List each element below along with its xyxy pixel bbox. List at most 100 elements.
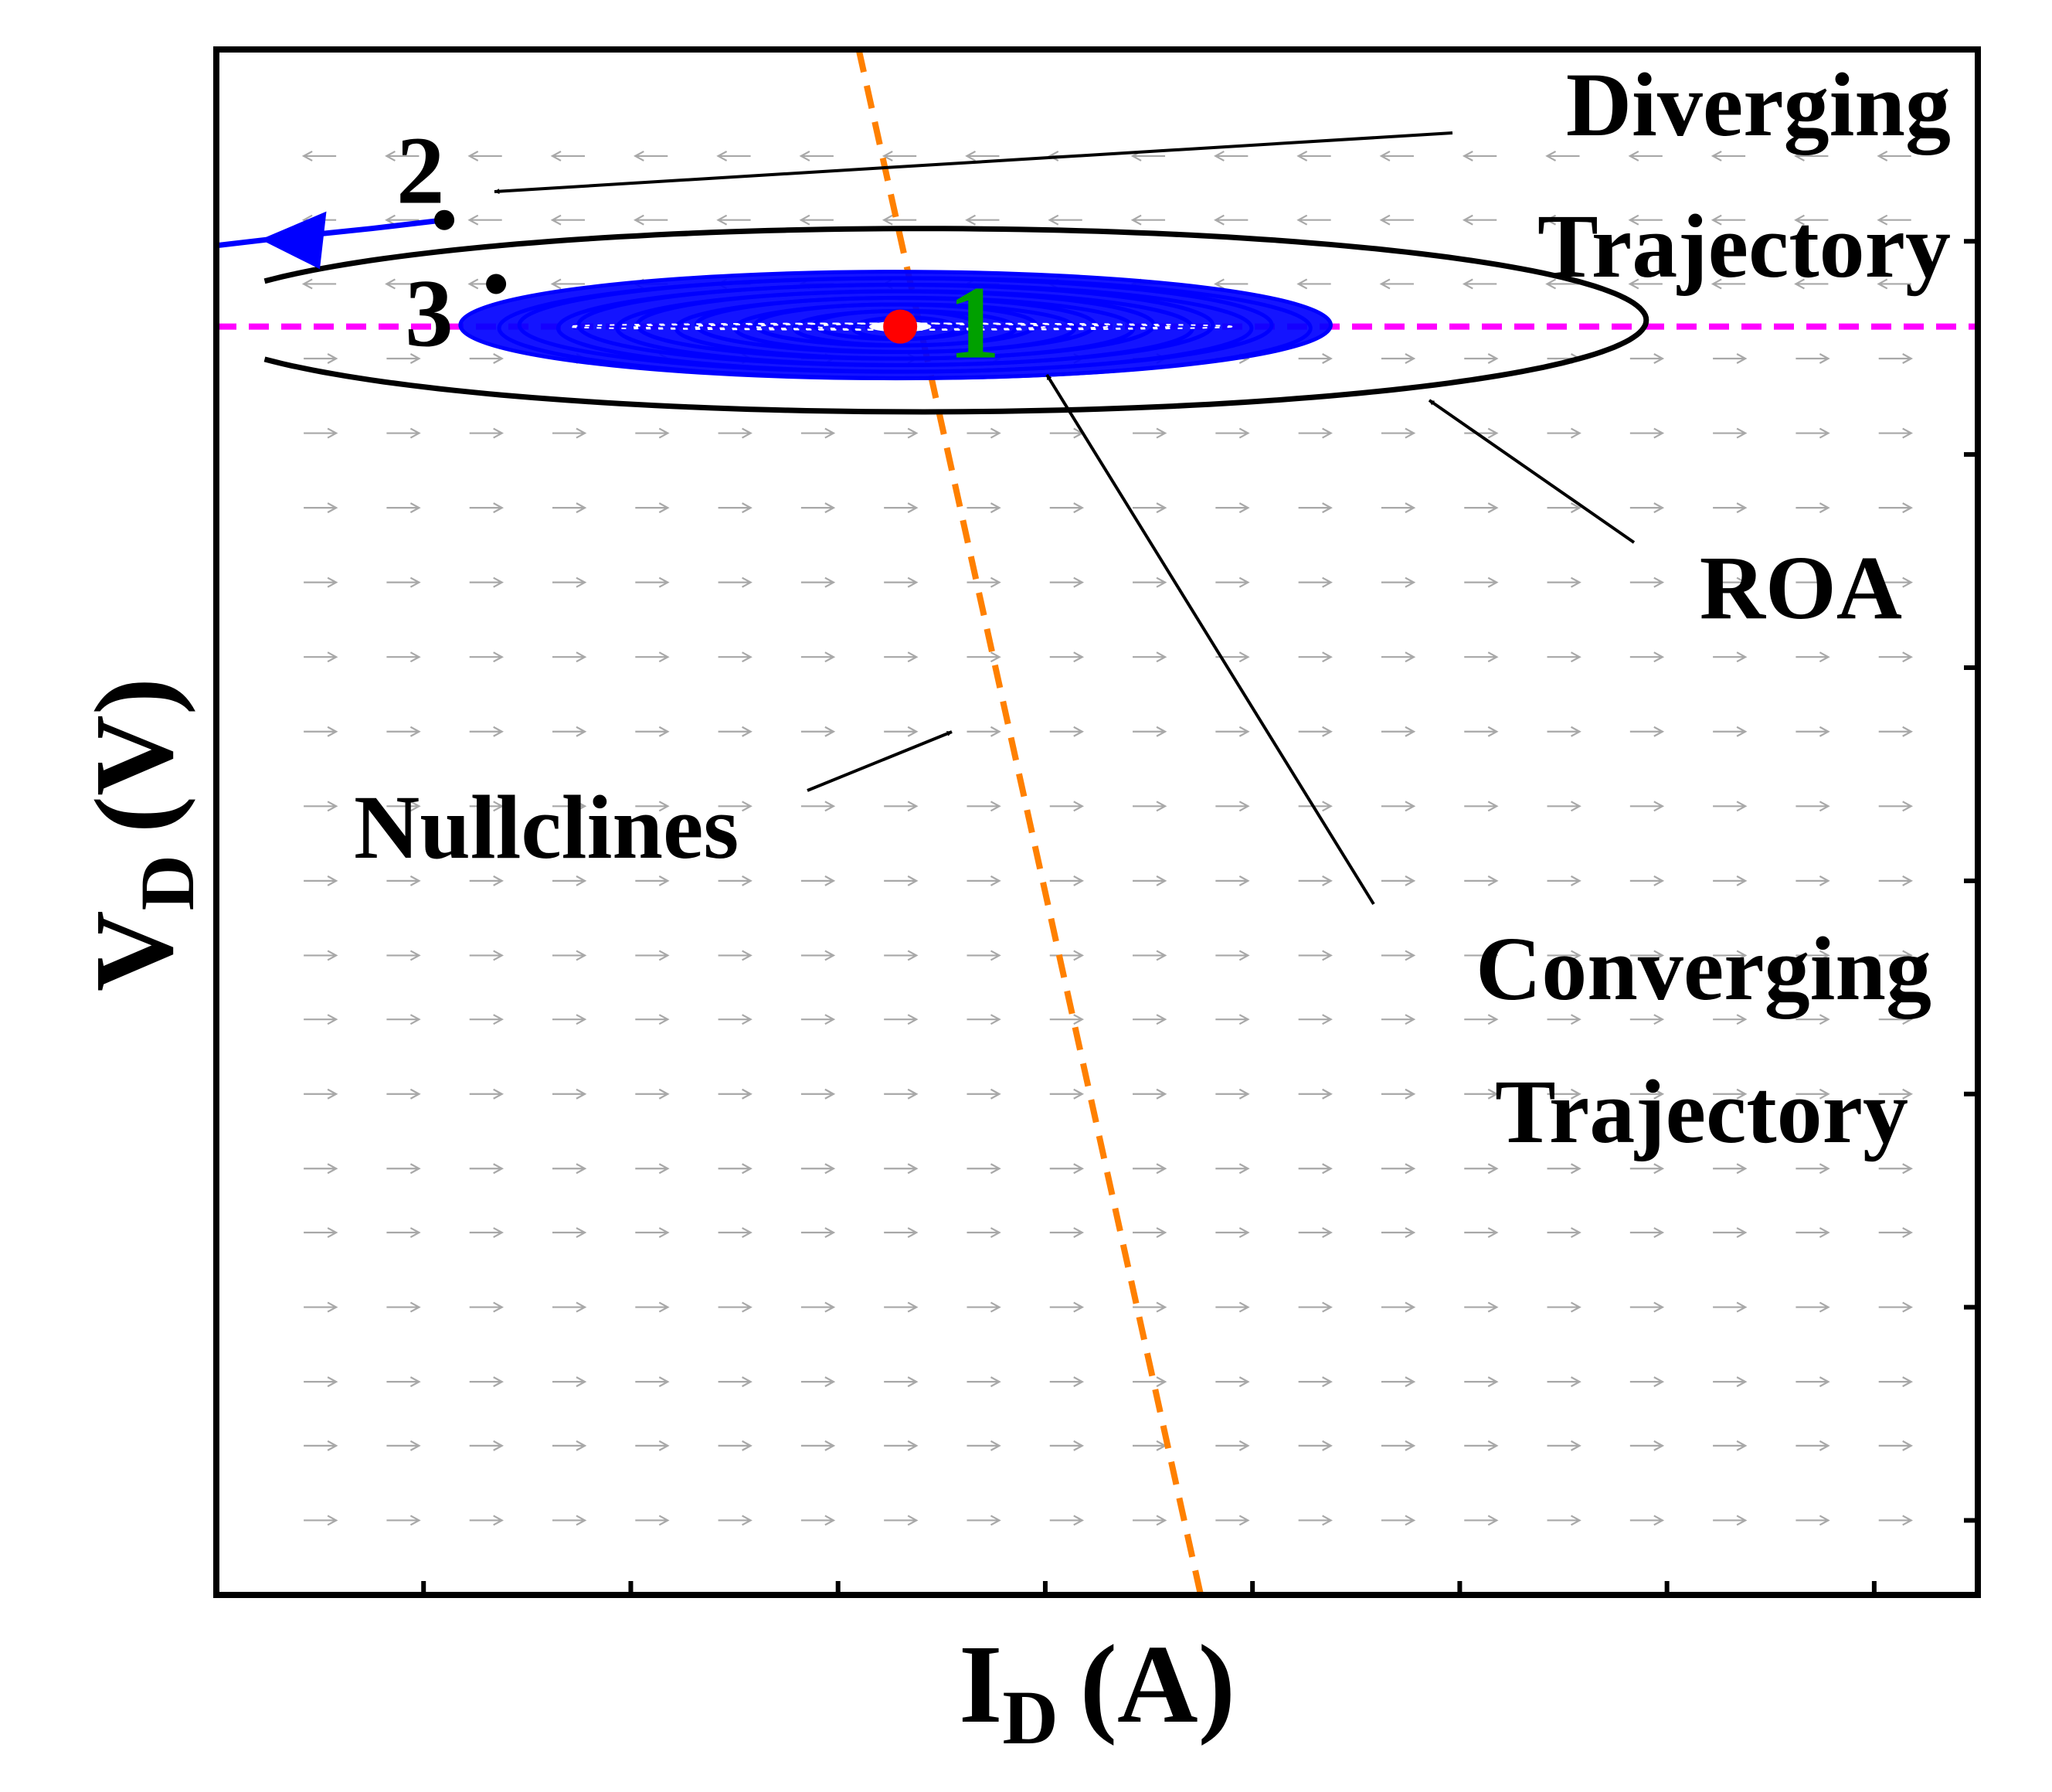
vector-field-arrow xyxy=(884,875,919,886)
diverging-trajectory xyxy=(213,217,445,1595)
vector-field-arrow xyxy=(1462,278,1497,290)
vector-field-arrow xyxy=(1795,726,1830,737)
vector-field-arrow xyxy=(550,278,585,290)
vector-field-arrow xyxy=(1464,1515,1499,1526)
vector-field-arrow xyxy=(1629,726,1665,737)
vector-field-arrow xyxy=(718,801,753,812)
vector-field-arrow xyxy=(1795,1227,1830,1238)
vector-field-arrow xyxy=(1795,1515,1830,1526)
vector-field-arrow xyxy=(550,150,585,162)
vector-field-arrow xyxy=(1298,353,1333,364)
vector-field-arrow xyxy=(1215,875,1250,886)
vector-field-arrow xyxy=(1049,502,1085,514)
vector-field-arrow xyxy=(1215,576,1250,588)
vector-field-arrow xyxy=(1794,278,1829,290)
vector-field-arrow xyxy=(1878,502,1914,514)
vector-field-arrow xyxy=(1878,726,1914,737)
vector-field-arrow xyxy=(1629,651,1665,663)
vector-field-arrow xyxy=(1464,651,1499,663)
vector-field-arrow xyxy=(1547,1227,1581,1238)
vector-field-arrow xyxy=(967,1014,1001,1025)
vector-field-arrow xyxy=(1547,1440,1581,1451)
vector-field-arrow xyxy=(1381,1376,1416,1388)
vector-field-arrow xyxy=(469,427,505,439)
vector-field-arrow xyxy=(1133,1088,1167,1100)
vector-field-arrow xyxy=(386,353,421,364)
axis-ticks xyxy=(421,239,1978,1595)
vector-field-arrow xyxy=(1464,801,1499,812)
vector-field-arrow xyxy=(1048,214,1082,226)
vector-field-arrow xyxy=(635,875,670,886)
vector-field-arrow xyxy=(1795,801,1830,812)
diverging-start-label: 2 xyxy=(396,118,445,225)
vector-field-arrow xyxy=(304,1301,338,1313)
vector-field-arrow xyxy=(800,950,836,961)
vector-field-arrow xyxy=(1795,875,1830,886)
vector-field-arrow xyxy=(1713,1163,1748,1175)
vector-field-arrow xyxy=(1215,427,1250,439)
vector-field-arrow xyxy=(1629,1163,1665,1175)
vector-field-arrow xyxy=(967,726,1001,737)
diverging-start-point xyxy=(434,209,455,230)
vector-field-arrow xyxy=(1629,950,1665,961)
vector-field-arrow xyxy=(800,576,836,588)
vector-field-arrow xyxy=(469,726,505,737)
vector-field-arrow xyxy=(1713,1014,1748,1025)
vector-field-arrow xyxy=(1629,1440,1665,1451)
vector-field-arrow xyxy=(1878,1088,1914,1100)
vector-field-arrow xyxy=(386,1088,421,1100)
arrow-nullclines xyxy=(807,730,953,792)
vector-field-arrow xyxy=(1215,950,1250,961)
vector-field-arrow xyxy=(1381,726,1416,737)
vector-field-arrow xyxy=(1381,651,1416,663)
arrow-diverging xyxy=(494,131,1453,195)
vector-field-arrow xyxy=(1795,1163,1830,1175)
vector-field-arrow xyxy=(1298,502,1333,514)
vector-field-arrow xyxy=(386,726,421,737)
vector-field-arrow xyxy=(967,950,1001,961)
vector-field-arrow xyxy=(1464,427,1499,439)
vector-field-arrow xyxy=(1298,1088,1333,1100)
vector-field-arrow xyxy=(1713,353,1748,364)
arrow-converging xyxy=(1045,373,1375,906)
vector-field-arrow xyxy=(1133,1301,1167,1313)
vector-field-arrow xyxy=(967,651,1001,663)
vector-field-arrow xyxy=(385,150,420,162)
vector-field-arrow xyxy=(1877,214,1911,226)
vector-field-arrow xyxy=(1547,801,1581,812)
vector-field-arrow xyxy=(1464,950,1499,961)
vector-field-arrow xyxy=(718,502,753,514)
vector-field-arrow xyxy=(1713,875,1748,886)
vector-field-arrow xyxy=(967,1301,1001,1313)
trajectories-group xyxy=(213,211,1333,1595)
vector-field-arrow xyxy=(1381,1014,1416,1025)
vector-field-arrow xyxy=(1214,278,1249,290)
vector-field-arrow xyxy=(1298,427,1333,439)
vector-field-arrow xyxy=(1795,1301,1830,1313)
vector-field-arrow xyxy=(1049,1376,1085,1388)
vector-field-arrow xyxy=(1795,1376,1830,1388)
vector-field-arrow xyxy=(304,1515,338,1526)
annotation-nullclines: Nullclines xyxy=(354,777,739,878)
vector-field-arrow xyxy=(1795,502,1830,514)
vector-field-arrow xyxy=(1629,801,1665,812)
vector-field-arrow xyxy=(1547,427,1581,439)
vector-field-arrow xyxy=(635,1163,670,1175)
vector-field-arrow xyxy=(1713,950,1748,961)
vector-field-arrow xyxy=(635,427,670,439)
vector-field-arrow xyxy=(1381,1088,1416,1100)
vector-field-arrow xyxy=(967,502,1001,514)
roa-group xyxy=(263,226,1649,415)
vector-field-arrow xyxy=(1713,1301,1748,1313)
points-group: 123 xyxy=(396,118,1001,381)
vector-field-arrow xyxy=(1133,801,1167,812)
vector-field-arrow xyxy=(1629,1515,1665,1526)
vector-field-arrow xyxy=(1462,214,1497,226)
vector-field-arrow xyxy=(800,1376,836,1388)
vector-field-arrow xyxy=(884,576,919,588)
vector-field-arrow xyxy=(304,1440,338,1451)
vector-field-arrow xyxy=(1049,726,1085,737)
vector-field-arrow xyxy=(1795,427,1830,439)
vector-field-arrow xyxy=(1381,1515,1416,1526)
vector-field-arrow xyxy=(633,214,668,226)
